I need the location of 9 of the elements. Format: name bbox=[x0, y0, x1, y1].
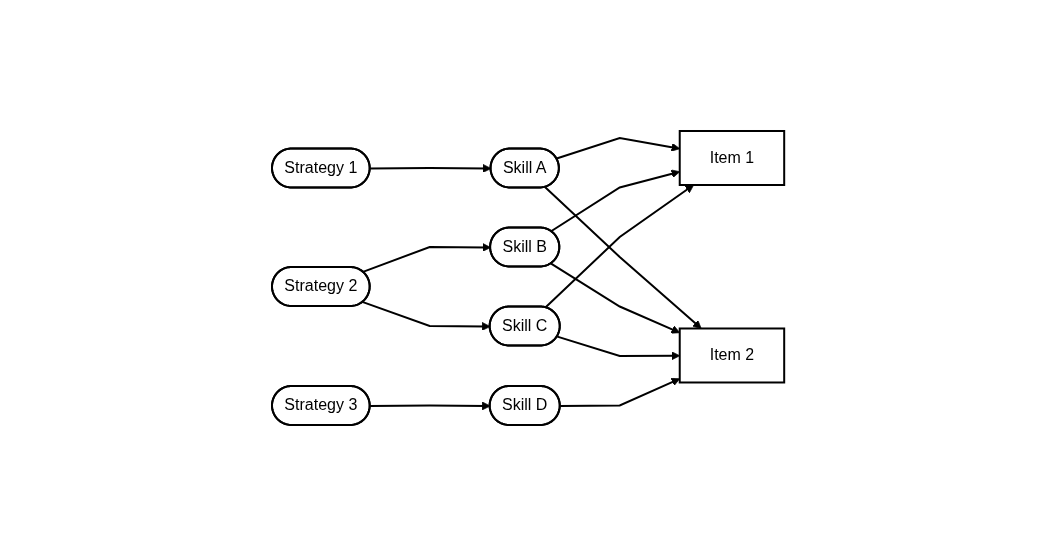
arrow bbox=[544, 184, 695, 309]
arrow bbox=[556, 335, 681, 361]
arrow bbox=[550, 169, 681, 233]
arrow bbox=[544, 186, 702, 329]
node-box: Item 2 bbox=[679, 327, 786, 384]
arrow bbox=[550, 262, 681, 334]
arrow bbox=[362, 301, 491, 331]
node-box: Item 1 bbox=[679, 130, 786, 186]
arrow bbox=[556, 136, 681, 160]
